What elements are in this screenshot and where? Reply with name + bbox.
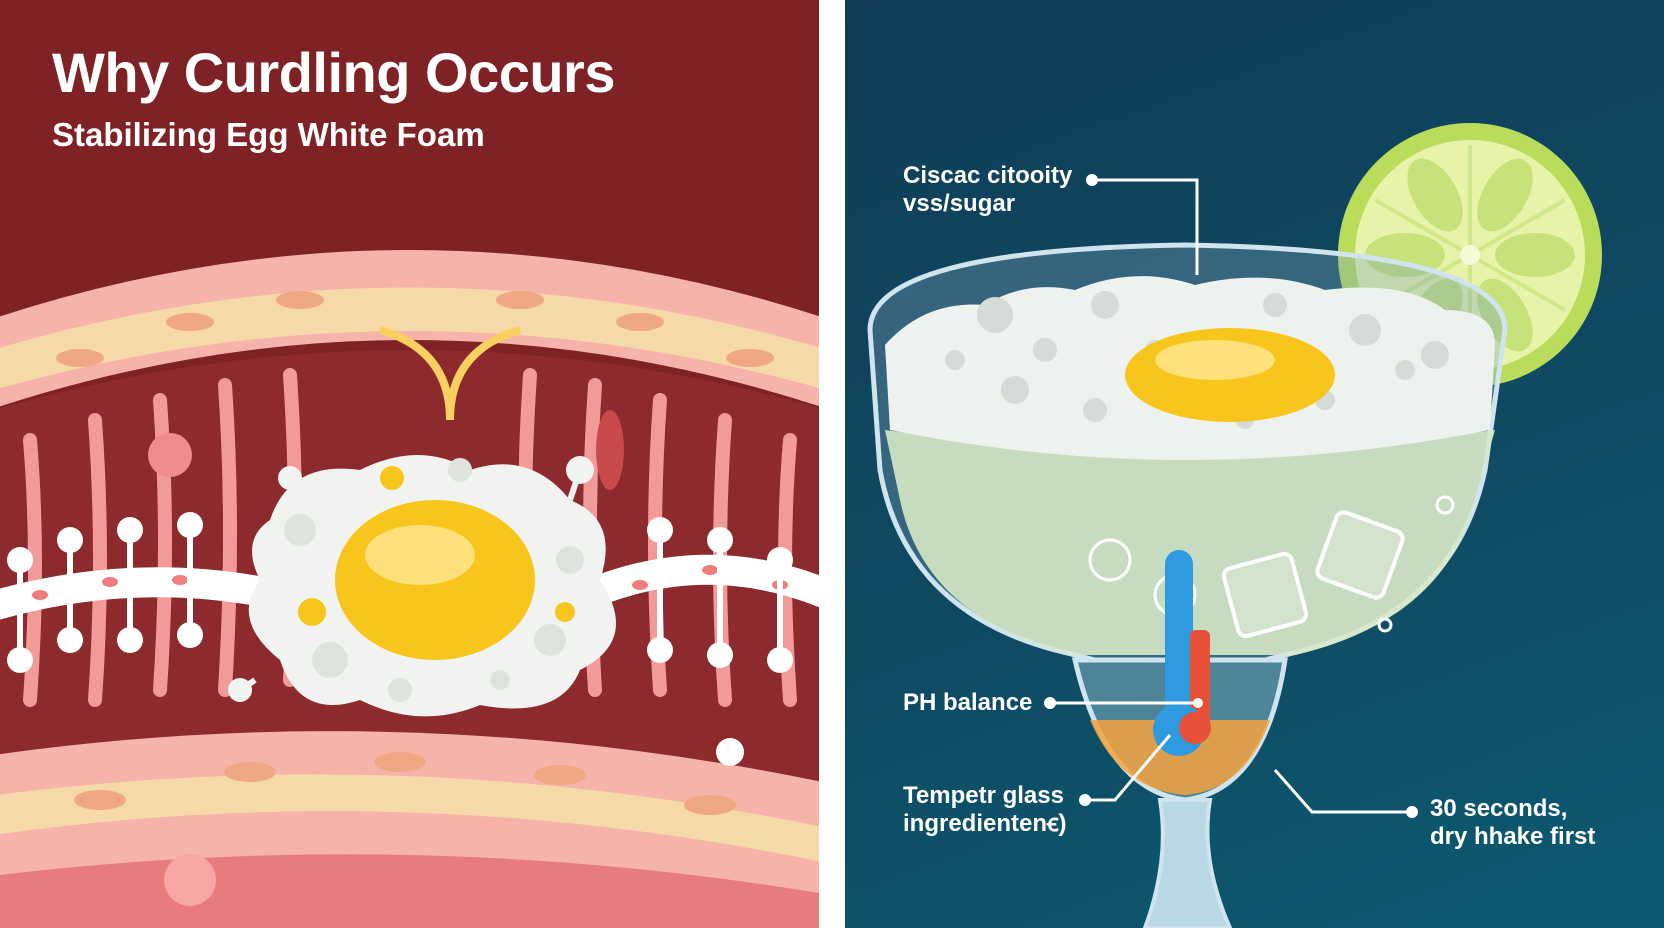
- callout-temp-line2: ingredientenꞓ): [903, 810, 1067, 837]
- chain-beads: [32, 565, 788, 600]
- callout-ph-line1: PH balance: [903, 689, 1033, 716]
- right-panel: Ciscac citooity vss/sugar PH balance Tem…: [845, 0, 1664, 928]
- page-subtitle: Stabilizing Egg White Foam: [52, 116, 485, 153]
- panel-divider: [819, 0, 845, 928]
- cocktail-illustration: [867, 123, 1602, 928]
- callout-lines: [1050, 178, 1412, 814]
- ice-cube-icon: [1221, 510, 1405, 639]
- callout-acidity: Ciscac citooity vss/sugar: [903, 162, 1072, 218]
- left-panel: Why Curdling Occurs Stabilizing Egg Whit…: [0, 0, 819, 928]
- curdling-illustration: [0, 250, 819, 928]
- tissue-bottom-cream: [0, 774, 819, 862]
- blob: [596, 410, 624, 490]
- callout-temperature: Tempetr glass ingredientenꞓ): [903, 782, 1067, 838]
- foam-bubbles: [284, 458, 584, 702]
- page-title: Why Curdling Occurs: [52, 41, 616, 104]
- callout-shake-line1: 30 seconds,: [1430, 795, 1568, 822]
- callout-acidity-line2: vss/sugar: [903, 190, 1016, 217]
- blob: [148, 433, 192, 477]
- egg-yolk-icon: [1125, 328, 1335, 422]
- liquid: [885, 430, 1495, 655]
- egg-yolk-icon: [298, 466, 575, 660]
- callout-temp-line1: Tempetr glass: [903, 782, 1064, 809]
- glass-stem: [1142, 798, 1233, 928]
- chain-pins: [17, 525, 783, 660]
- callout-shake: 30 seconds, dry hhake first: [1430, 795, 1595, 851]
- callout-acidity-line1: Ciscac citooity: [903, 162, 1073, 189]
- tissue-cream-band: [0, 287, 819, 389]
- callout-shake-line2: dry hhake first: [1430, 823, 1596, 850]
- drip: [378, 326, 522, 421]
- callout-ph-balance: PH balance: [903, 689, 1032, 717]
- tissue-spots: [56, 291, 774, 367]
